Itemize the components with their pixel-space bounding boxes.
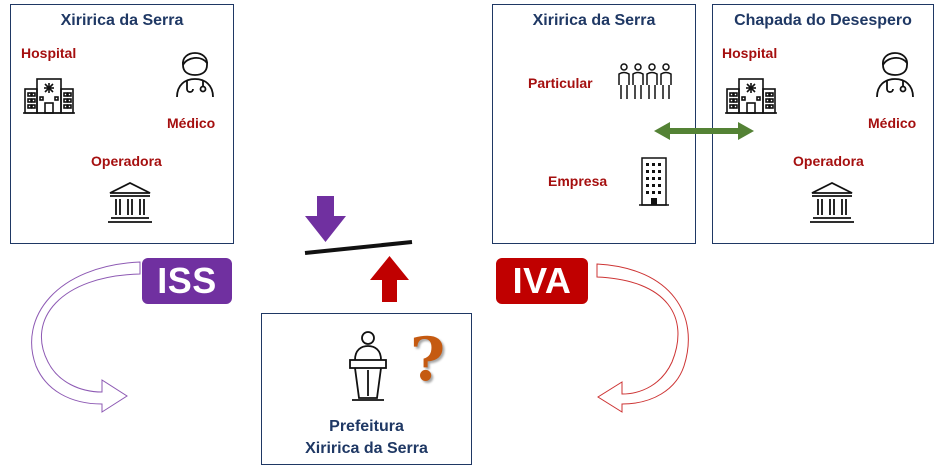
box-left-xiririca: Xiririca da Serra Hospital Médico Operad… xyxy=(10,4,234,244)
label-medico: Médico xyxy=(167,115,216,131)
hospital-icon xyxy=(23,78,75,114)
box-mid-title: Xiririca da Serra xyxy=(532,12,656,29)
box-mid-xiririca: Xiririca da Serra Particular Empresa xyxy=(492,4,696,244)
label-empresa: Empresa xyxy=(548,173,608,189)
box-right-chapada: Chapada do Desespero Hospital Médico Ope… xyxy=(712,4,934,244)
bank-icon xyxy=(810,181,854,223)
purple-curved-arrow xyxy=(31,261,141,413)
purple-down-arrow xyxy=(305,196,346,242)
red-curved-arrow xyxy=(596,263,689,413)
iva-tag: IVA xyxy=(496,258,588,304)
label-hospital: Hospital xyxy=(21,45,77,61)
box-bottom-prefeitura: ? Prefeitura Xiririca da Serra xyxy=(261,313,472,465)
label-medico: Médico xyxy=(868,115,917,131)
bank-icon xyxy=(108,181,152,223)
balance-line xyxy=(304,240,413,255)
red-up-arrow xyxy=(370,256,409,302)
doctor-icon xyxy=(876,52,914,98)
people-group-icon xyxy=(618,63,672,99)
hospital-icon xyxy=(725,78,777,114)
label-hospital: Hospital xyxy=(722,45,778,61)
label-operadora: Operadora xyxy=(91,153,162,169)
prefeitura-line2: Xiririca da Serra xyxy=(305,440,428,457)
label-particular: Particular xyxy=(528,75,593,91)
box-right-title: Chapada do Desespero xyxy=(734,12,912,29)
question-mark: ? xyxy=(410,325,446,395)
office-building-icon xyxy=(639,157,669,206)
green-double-arrow xyxy=(654,122,754,140)
podium-speaker-icon xyxy=(349,331,387,401)
doctor-icon xyxy=(176,52,214,98)
iss-tag: ISS xyxy=(142,258,232,304)
prefeitura-line1: Prefeitura xyxy=(329,418,404,435)
box-left-title: Xiririca da Serra xyxy=(60,12,184,29)
label-operadora: Operadora xyxy=(793,153,864,169)
